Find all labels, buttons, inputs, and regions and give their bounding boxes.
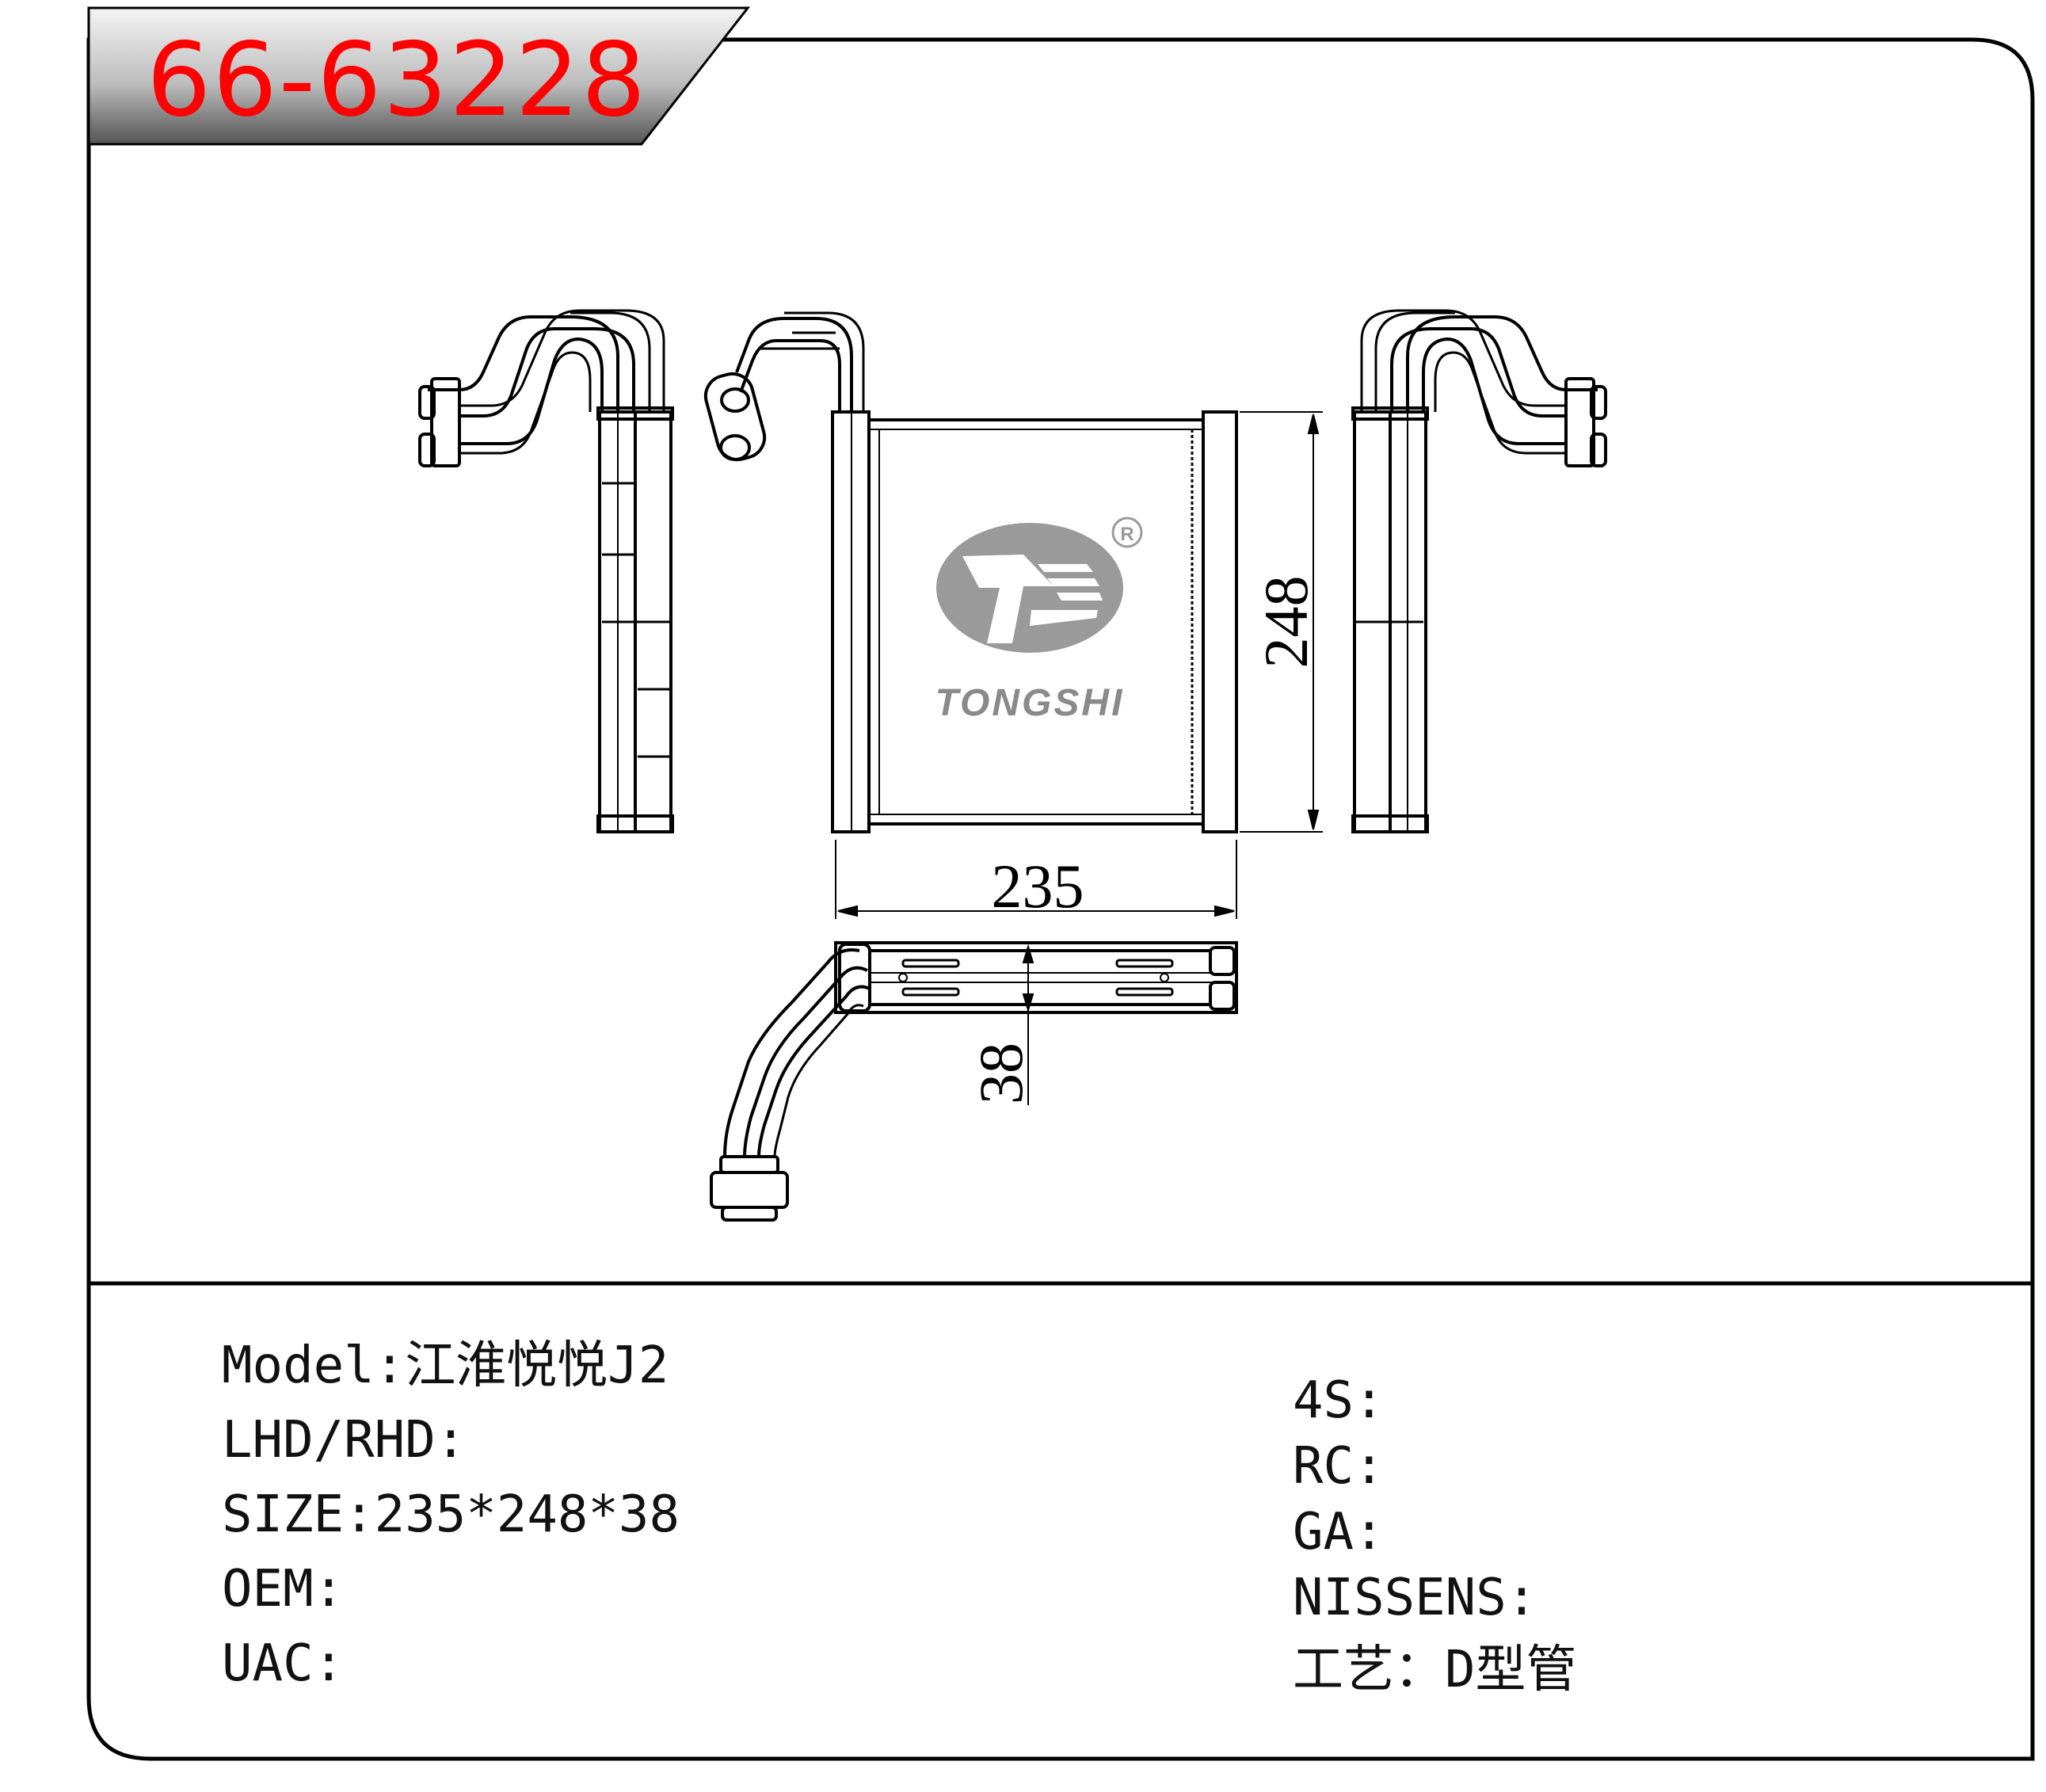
registered-mark-circle <box>1111 517 1143 548</box>
tongshi-logo: R TONGSHI <box>935 517 1143 724</box>
dimension-width: 235 <box>992 852 1084 921</box>
header-tab <box>87 6 751 146</box>
spec-rc: RC: <box>1293 1437 1385 1496</box>
logo-emblem <box>936 523 1123 653</box>
spec-uac: UAC: <box>222 1634 345 1693</box>
spec-process: 工艺：D型管 <box>1293 1641 1577 1699</box>
spec-size: SIZE:235*248*38 <box>222 1485 680 1544</box>
top-view <box>710 941 1238 1222</box>
dimension-height: 248 <box>1252 576 1320 669</box>
spec-model: Model:江淮悦悦J2 <box>222 1336 669 1395</box>
logo-text: TONGSHI <box>935 682 1125 724</box>
spec-ga: GA: <box>1293 1503 1385 1561</box>
dimension-depth: 38 <box>966 1043 1035 1104</box>
registered-mark: R <box>1120 524 1133 545</box>
part-number: 66-63228 <box>147 21 648 139</box>
dimension-lines <box>835 411 1323 1105</box>
spec-4s: 4S: <box>1293 1371 1385 1430</box>
spec-oem: OEM: <box>222 1560 345 1619</box>
side-view-right <box>1351 309 1607 833</box>
spec-nissens: NISSENS: <box>1293 1569 1537 1627</box>
side-view-left <box>418 309 674 833</box>
front-view <box>703 311 1238 833</box>
frame-border <box>86 37 2035 1761</box>
spec-lhd-rhd: LHD/RHD: <box>222 1411 467 1470</box>
